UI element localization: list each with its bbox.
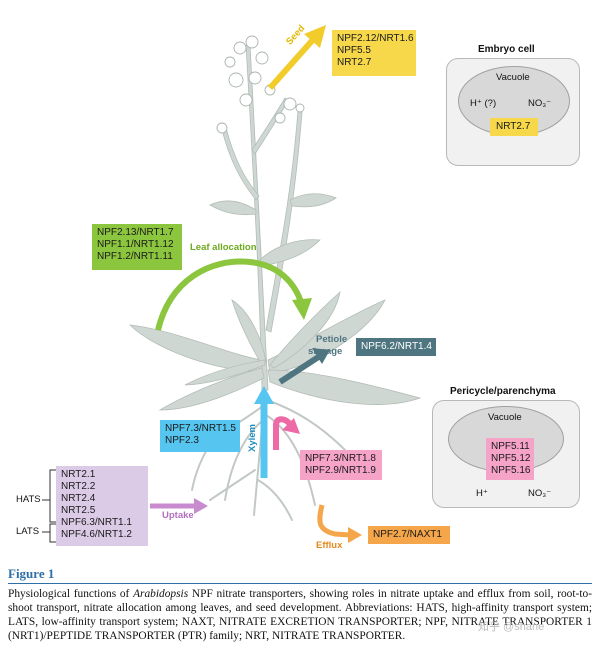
pink-arrow bbox=[273, 416, 293, 450]
pink-transporter-2: NPF2.9/NRT1.9 bbox=[305, 465, 376, 476]
plant-body bbox=[128, 44, 422, 411]
seed-transporter-3: NRT2.7 bbox=[337, 57, 372, 68]
pericycle-transporter-1: NPF5.11 bbox=[491, 441, 530, 452]
flowers bbox=[216, 35, 305, 134]
leaf-transporter-2: NPF1.1/NRT1.12 bbox=[97, 239, 174, 250]
seed-transporter-2: NPF5.5 bbox=[337, 45, 371, 56]
petiole-transporter-box: NPF6.2/NRT1.4 bbox=[356, 338, 436, 356]
pink-arrowhead bbox=[282, 418, 300, 434]
figure-caption: Physiological functions of Arabidopsis N… bbox=[8, 587, 592, 643]
pericycle-transporter-box: NPF5.11 NPF5.12 NPF5.16 bbox=[486, 438, 534, 480]
pericycle-proton-label: H⁺ bbox=[476, 488, 488, 499]
plant-illustration bbox=[42, 25, 527, 543]
pericycle-transporter-3: NPF5.16 bbox=[491, 465, 531, 476]
pericycle-cell-title: Pericycle/parenchyma bbox=[450, 386, 556, 397]
leaf-transporter-box: NPF2.13/NRT1.7 NPF1.1/NRT1.12 NPF1.2/NRT… bbox=[92, 224, 182, 270]
uptake-transporter-5: NPF6.3/NRT1.1 bbox=[61, 517, 132, 528]
xylem-arrowhead bbox=[254, 386, 274, 404]
embryo-proton-label: H⁺ (?) bbox=[470, 98, 497, 109]
seed-arrow bbox=[267, 32, 321, 90]
efflux-transporter: NPF2.7/NAXT1 bbox=[373, 529, 442, 540]
efflux-arrow bbox=[317, 504, 351, 538]
xylem-transporter-2: NPF2.3 bbox=[165, 435, 199, 446]
xylem-transporter-box: NPF7.3/NRT1.5 NPF2.3 bbox=[160, 420, 240, 452]
seed-transporter-box: NPF2.12/NRT1.6 NPF5.5 NRT2.7 bbox=[332, 30, 416, 76]
leaf-allocation-label: Leaf allocation bbox=[190, 242, 257, 253]
efflux-label: Efflux bbox=[316, 540, 343, 551]
watermark: 知乎 @shane bbox=[478, 621, 545, 633]
leaf-transporter-1: NPF2.13/NRT1.7 bbox=[97, 227, 174, 238]
lats-label: LATS bbox=[16, 526, 40, 537]
leaf-transporter-3: NPF1.2/NRT1.11 bbox=[97, 251, 173, 262]
uptake-transporter-box: NRT2.1 NRT2.2 NRT2.4 NRT2.5 NPF6.3/NRT1.… bbox=[56, 466, 148, 546]
seed-arrowhead bbox=[304, 25, 326, 48]
embryo-transporter: NRT2.7 bbox=[496, 121, 531, 132]
caption-species: Arabidopsis bbox=[133, 588, 189, 600]
uptake-transporter-4: NRT2.5 bbox=[61, 505, 96, 516]
leaf-allocation-arrowhead bbox=[292, 298, 312, 320]
embryo-cell-title: Embryo cell bbox=[478, 44, 535, 55]
petiole-storage-arrowhead bbox=[312, 348, 330, 364]
embryo-transporter-box: NRT2.7 bbox=[490, 118, 538, 136]
pericycle-transporter-2: NPF5.12 bbox=[491, 453, 531, 464]
efflux-transporter-box: NPF2.7/NAXT1 bbox=[368, 526, 450, 544]
uptake-transporter-6: NPF4.6/NRT1.2 bbox=[61, 529, 132, 540]
lats-bracket bbox=[49, 523, 56, 543]
pericycle-vacuole-label: Vacuole bbox=[488, 412, 522, 423]
uptake-transporter-2: NRT2.2 bbox=[61, 481, 96, 492]
efflux-arrowhead bbox=[348, 527, 362, 543]
uptake-transporter-1: NRT2.1 bbox=[61, 469, 96, 480]
petiole-label-line2: storage bbox=[308, 346, 343, 357]
hats-bracket bbox=[49, 469, 56, 523]
embryo-vacuole-label: Vacuole bbox=[496, 72, 530, 83]
petiole-storage-arrow bbox=[278, 353, 322, 385]
petiole-transporter: NPF6.2/NRT1.4 bbox=[361, 341, 432, 352]
caption-part-2: NPF nitrate transporters, showing roles … bbox=[8, 588, 592, 642]
caption-rule bbox=[8, 583, 592, 584]
hats-label: HATS bbox=[16, 494, 41, 505]
xylem-label: Xylem bbox=[247, 424, 258, 452]
embryo-nitrate-label: NO₃⁻ bbox=[528, 98, 552, 109]
xylem-transporter-1: NPF7.3/NRT1.5 bbox=[165, 423, 236, 434]
uptake-transporter-3: NRT2.4 bbox=[61, 493, 96, 504]
caption-part-1: Physiological functions of bbox=[8, 588, 134, 600]
pink-transporter-1: NPF7.3/NRT1.8 bbox=[305, 453, 376, 464]
petiole-label-line1: Petiole bbox=[316, 334, 348, 345]
figure-label: Figure 1 bbox=[8, 566, 55, 581]
pericycle-nitrate-label: NO₃⁻ bbox=[528, 488, 552, 499]
leaf-allocation-arrow bbox=[155, 258, 305, 331]
seed-transporter-1: NPF2.12/NRT1.6 bbox=[337, 33, 414, 44]
pink-transporter-box: NPF7.3/NRT1.8 NPF2.9/NRT1.9 bbox=[300, 450, 382, 480]
uptake-arrowhead bbox=[194, 498, 208, 514]
uptake-label: Uptake bbox=[162, 510, 194, 521]
